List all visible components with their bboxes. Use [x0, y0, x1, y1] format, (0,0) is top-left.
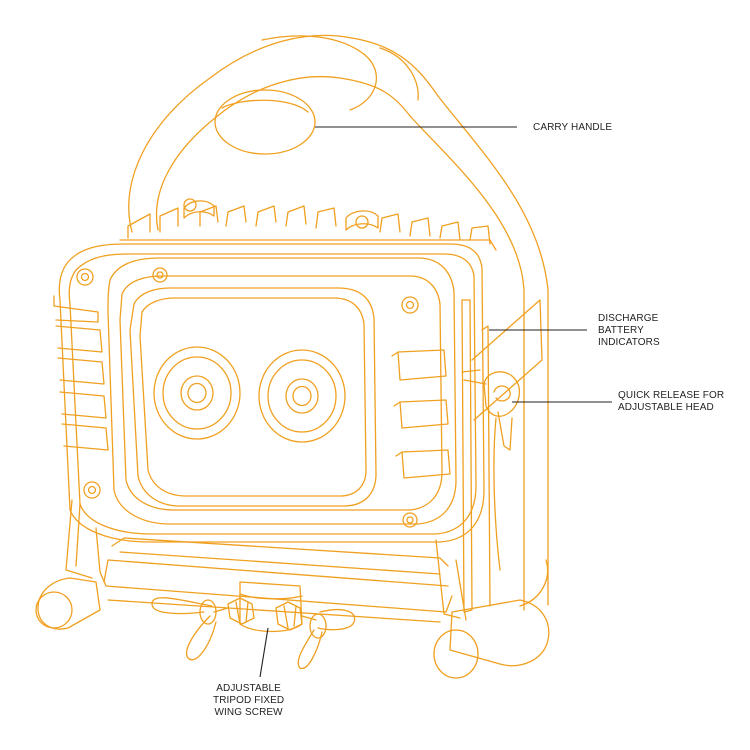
light-head	[58, 243, 485, 543]
label-carry-handle-line-1: CARRY HANDLE	[533, 122, 613, 133]
wing-screw-left	[151, 597, 255, 661]
quick-release-knob	[461, 369, 520, 571]
cooling-fins	[119, 200, 497, 251]
battery-indicator-panel	[461, 299, 543, 613]
side-vents	[53, 295, 451, 479]
label-tripod-line-2: TRIPOD FIXED	[213, 695, 285, 706]
label-discharge-battery-indicators: DISCHARGE BATTERY INDICATORS	[598, 313, 660, 349]
wing-screw-right	[275, 601, 356, 669]
label-tripod-wing-screw: ADJUSTABLE TRIPOD FIXED WING SCREW	[213, 683, 284, 719]
handle-grip	[214, 89, 316, 155]
label-quick-release-line-2: ADJUSTABLE HEAD	[618, 402, 714, 413]
label-quick-release: QUICK RELEASE FOR ADJUSTABLE HEAD	[618, 390, 724, 414]
led-lens-left	[153, 346, 241, 440]
label-discharge-line-3: INDICATORS	[598, 337, 660, 348]
corner-screws	[76, 198, 419, 528]
leader-line-tripod	[259, 627, 269, 678]
led-lens-right	[258, 349, 346, 443]
leg-foot-left	[35, 577, 101, 630]
label-quick-release-line-1: QUICK RELEASE FOR	[618, 390, 725, 401]
leg-foot-right	[433, 559, 550, 679]
base-frame	[65, 499, 467, 623]
label-tripod-line-1: ADJUSTABLE	[216, 683, 281, 694]
label-discharge-line-2: BATTERY	[598, 325, 644, 336]
label-carry-handle: CARRY HANDLE	[533, 122, 612, 134]
label-tripod-line-3: WING SCREW	[214, 707, 283, 718]
tripod-mount	[239, 581, 303, 633]
label-discharge-line-1: DISCHARGE	[598, 313, 659, 324]
carry-handle	[128, 34, 549, 611]
